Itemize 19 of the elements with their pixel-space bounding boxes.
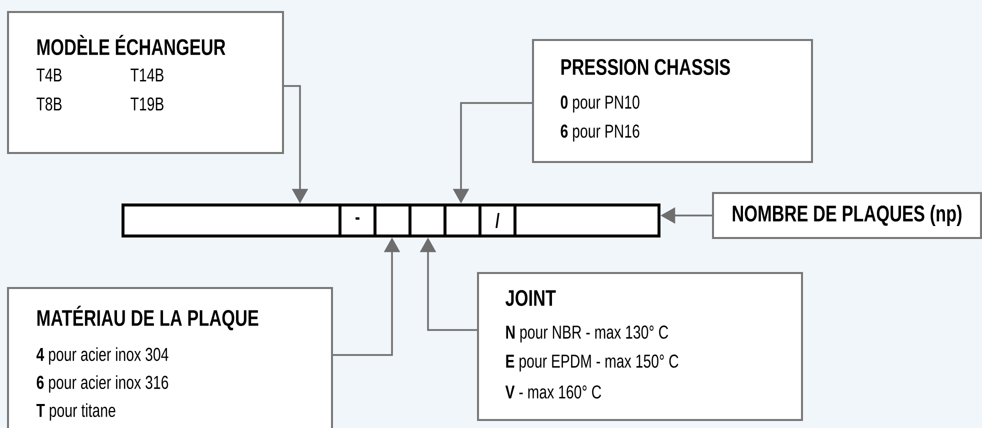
box-heading: MATÉRIAU DE LA PLAQUE — [37, 306, 258, 330]
box-text: 0 pour PN10 — [560, 96, 640, 112]
box-heading: JOINT — [506, 290, 556, 306]
box-text: 6 pour PN16 — [560, 124, 640, 142]
box-text: T19B — [130, 97, 164, 111]
box-heading: MODÈLE ÉCHANGEUR — [37, 34, 226, 56]
box-text: N pour NBR - max 130° C — [506, 326, 668, 342]
box-text: V - max 160° C — [505, 385, 602, 399]
box-text: T14B — [130, 68, 164, 82]
box-text: 6 pour acier inox 316 — [36, 375, 168, 393]
box-text: E pour EPDM - max 150° C — [506, 354, 678, 372]
box-text: T pour titane — [36, 403, 116, 421]
box-heading: PRESSION CHASSIS — [561, 58, 730, 76]
box-text: T8B — [36, 97, 62, 111]
box-text: 4 pour acier inox 304 — [36, 347, 168, 365]
info-box: NOMBRE DE PLAQUES (np) — [712, 192, 982, 239]
code-cell: / — [478, 204, 516, 238]
box-text: T4B — [36, 68, 62, 82]
code-cell: - — [338, 204, 376, 238]
